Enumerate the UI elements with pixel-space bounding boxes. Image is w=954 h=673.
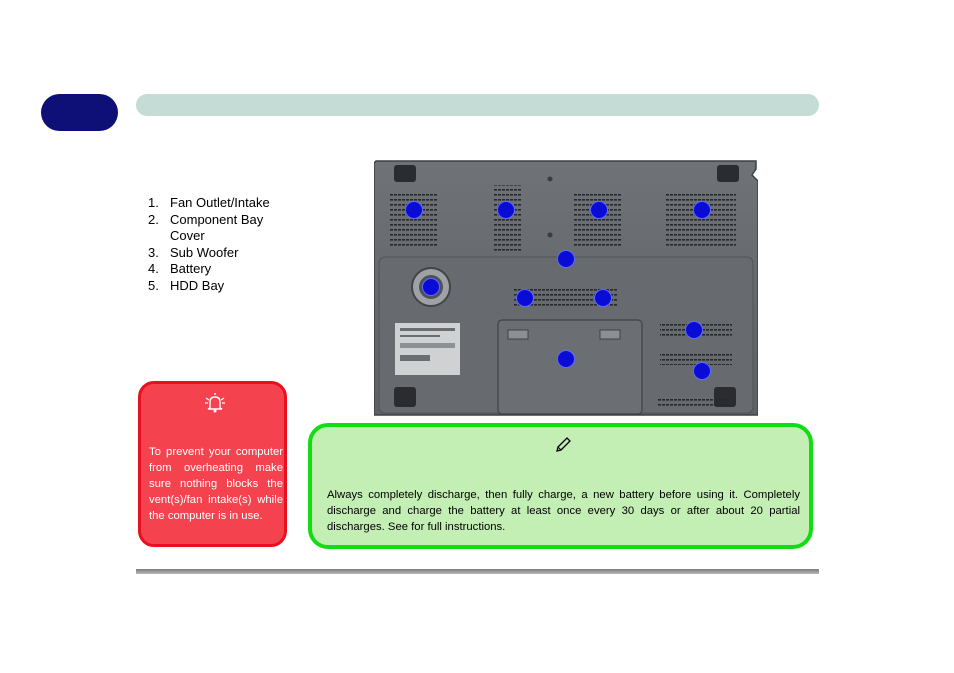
footer-rule	[136, 569, 819, 574]
callout-marker-sub-woofer	[422, 278, 440, 296]
overheating-warning-box: To prevent your computer from overheatin…	[138, 381, 287, 547]
laptop-bottom-photo	[374, 160, 758, 416]
legend-item: 4.Battery	[148, 261, 212, 276]
callout-marker-battery	[557, 350, 575, 368]
header-bar	[136, 94, 819, 116]
chapter-tab	[41, 94, 118, 131]
callout-marker-fan-outlet	[497, 201, 515, 219]
legend-item: 1.Fan Outlet/Intake	[148, 195, 270, 210]
callout-marker-fan-outlet	[693, 201, 711, 219]
callout-marker-fan-outlet	[516, 289, 534, 307]
warning-text: To prevent your computer from overheatin…	[149, 446, 283, 522]
note-text: Always completely discharge, then fully …	[327, 489, 800, 533]
callout-marker-fan-outlet	[405, 201, 423, 219]
callout-marker-fan-outlet	[685, 321, 703, 339]
legend-item: 3.Sub Woofer	[148, 244, 239, 260]
callout-marker-component-bay	[557, 250, 575, 268]
component-legend: 1.Fan Outlet/Intake 2.Component Bay Cove…	[148, 195, 280, 294]
overheat-warning-icon	[205, 393, 225, 413]
battery-note-box: Always completely discharge, then fully …	[308, 423, 813, 549]
callout-marker-fan-outlet	[590, 201, 608, 219]
callout-marker-fan-outlet	[594, 289, 612, 307]
legend-item: 5.HDD Bay	[148, 277, 225, 293]
callout-marker-hdd-bay	[693, 362, 711, 380]
pencil-icon	[556, 437, 571, 452]
legend-item: 2.Component Bay Cover	[148, 211, 264, 244]
